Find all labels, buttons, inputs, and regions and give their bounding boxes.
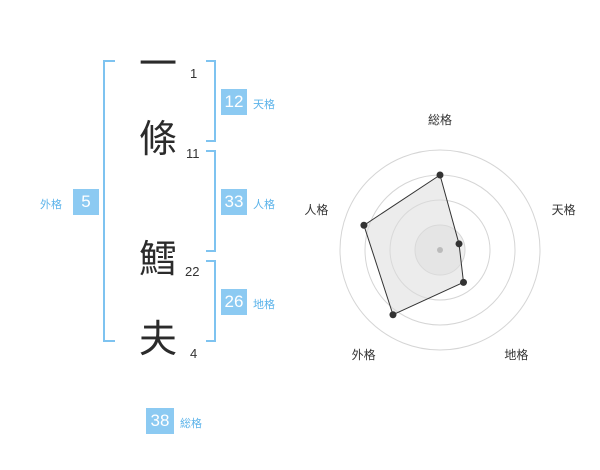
name-char-4: 夫 [139, 317, 178, 361]
radar-axis-label-1: 天格 [552, 202, 576, 217]
name-char-1: 一 [139, 42, 178, 86]
gaikaku-value-badge: 5 [73, 189, 99, 215]
chikaku-value-badge: 26 [221, 289, 247, 315]
radar-point-0 [436, 171, 444, 179]
radar-axis-label-3: 外格 [352, 347, 376, 362]
stroke-count-1: 1 [190, 66, 198, 81]
tenkaku-bracket [206, 60, 216, 142]
tenkaku-label: 天格 [253, 98, 275, 111]
radar-polygon [363, 174, 465, 316]
radar-axis-label-4: 人格 [304, 202, 328, 217]
tenkaku-value-badge: 12 [221, 89, 247, 115]
radar-point-4 [360, 221, 368, 229]
radar-axis-label-0: 総格 [428, 112, 452, 127]
soukaku-label: 総格 [180, 417, 202, 430]
stroke-count-4: 4 [190, 346, 198, 361]
gaikaku-label: 外格 [40, 198, 62, 211]
name-char-3: 鱈 [139, 237, 178, 281]
radar-point-2 [460, 278, 468, 286]
stroke-count-2: 11 [186, 146, 200, 161]
radar-point-1 [455, 240, 463, 248]
jinkaku-value-badge: 33 [221, 189, 247, 215]
stroke-count-3: 22 [185, 264, 200, 279]
radar-point-3 [389, 311, 397, 319]
radar-axis-label-2: 地格 [504, 347, 528, 362]
jinkaku-label: 人格 [253, 198, 275, 211]
gaikaku-bracket [103, 60, 115, 342]
chikaku-bracket [206, 260, 216, 342]
jinkaku-bracket [206, 150, 216, 252]
radar-center-dot [437, 247, 443, 253]
soukaku-value-badge: 38 [146, 408, 174, 434]
name-char-2: 條 [139, 117, 178, 161]
chikaku-label: 地格 [253, 298, 275, 311]
